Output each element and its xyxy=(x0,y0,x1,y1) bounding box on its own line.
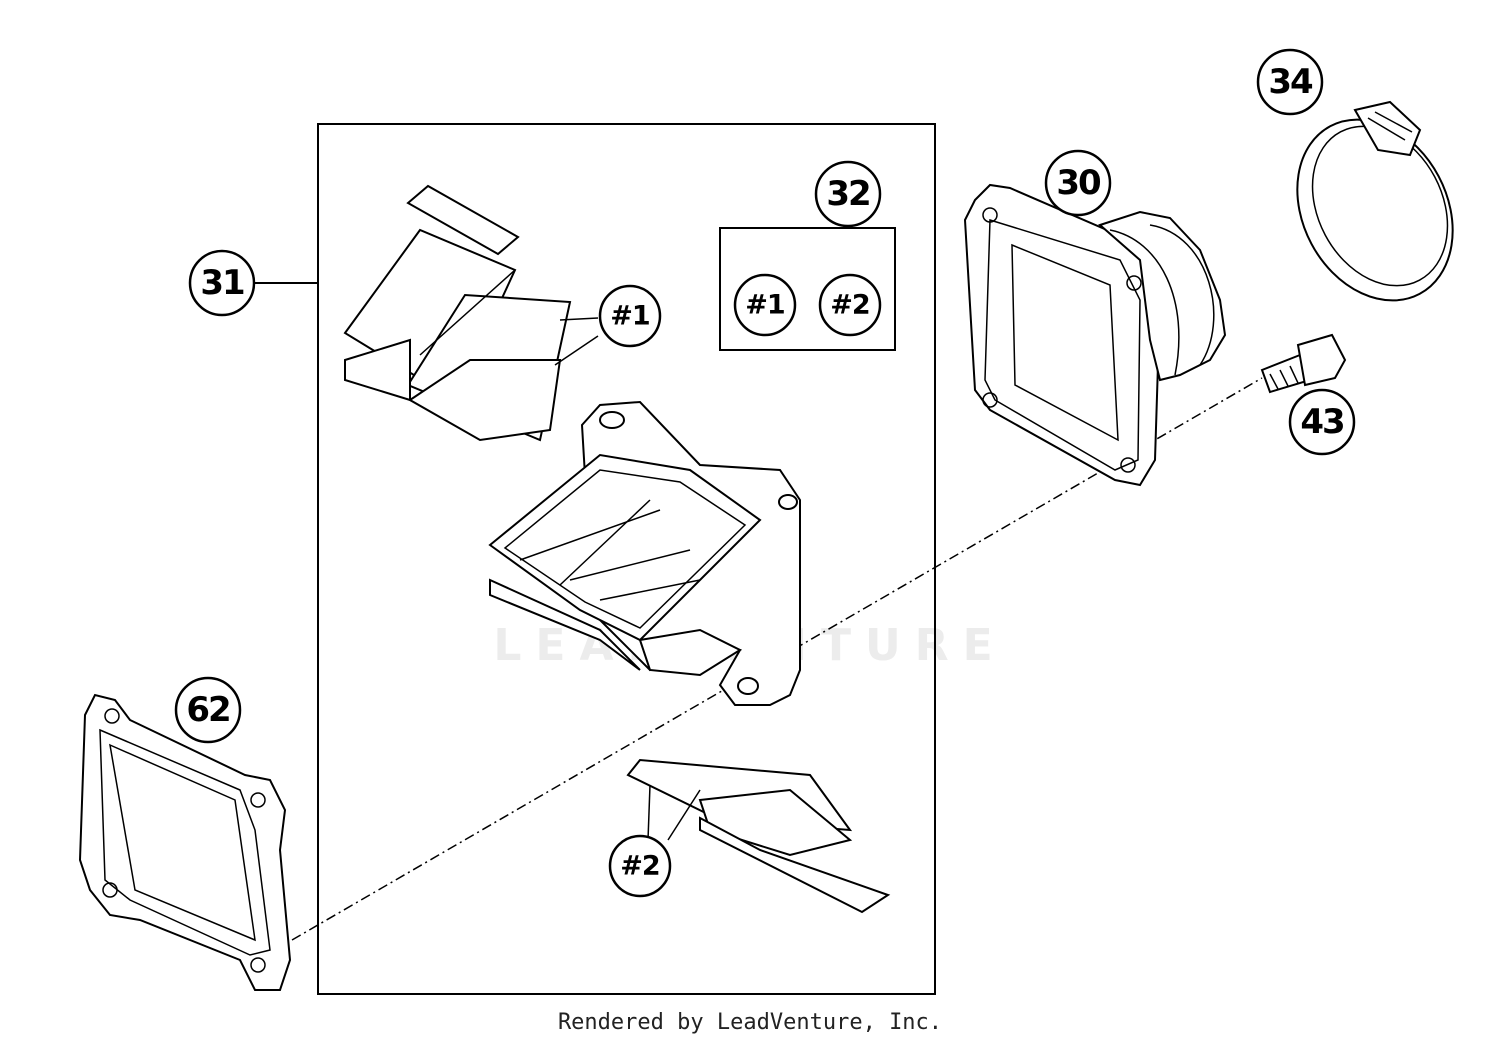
hose-clamp-34 xyxy=(1296,100,1454,302)
svg-text:#1: #1 xyxy=(745,290,784,321)
callout-reed-2: #2 xyxy=(608,834,672,898)
footer-credit: Rendered by LeadVenture, Inc. xyxy=(557,1010,943,1035)
callout-31: 31 xyxy=(188,249,256,317)
callout-32: 32 xyxy=(814,160,882,228)
callout-34: 34 xyxy=(1256,48,1324,116)
reed-kit-box xyxy=(719,227,896,351)
reed-valve-assembly-frame xyxy=(317,123,936,995)
intake-flange-30 xyxy=(963,183,1227,487)
svg-text:#1: #1 xyxy=(610,301,649,332)
reed-petals-upper xyxy=(343,184,599,442)
callout-reed-1: #1 xyxy=(598,284,662,348)
svg-text:30: 30 xyxy=(1056,163,1101,203)
callout-30: 30 xyxy=(1044,149,1112,217)
callout-kit-1: #1 xyxy=(733,273,797,337)
svg-text:43: 43 xyxy=(1300,402,1343,442)
callout-kit-2: #2 xyxy=(818,273,882,337)
svg-text:31: 31 xyxy=(200,263,244,303)
bolt-43 xyxy=(1260,333,1347,394)
callout-43: 43 xyxy=(1288,388,1356,456)
svg-text:#2: #2 xyxy=(830,290,869,321)
svg-text:34: 34 xyxy=(1268,62,1313,102)
svg-text:62: 62 xyxy=(186,690,229,730)
reed-cage xyxy=(488,400,801,706)
svg-text:32: 32 xyxy=(826,174,869,214)
gasket-62 xyxy=(78,693,292,991)
reed-petals-lower xyxy=(626,758,891,914)
callout-62: 62 xyxy=(174,676,242,744)
svg-text:#2: #2 xyxy=(620,851,659,882)
